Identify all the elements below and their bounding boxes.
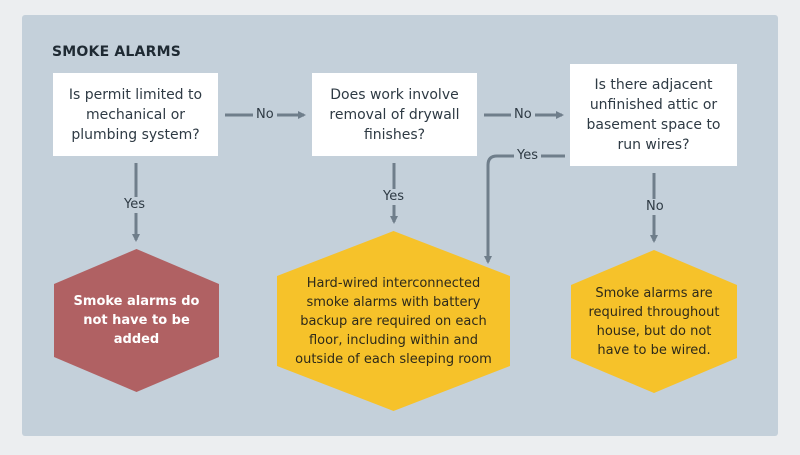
outcome-text: Hard-wired interconnected smoke alarms w…	[295, 275, 492, 367]
question-text: Is permit limited to mechanical or plumb…	[68, 86, 203, 143]
outcome-text: Smoke alarms do not have to be added	[73, 294, 200, 347]
question-box-adjacent-space: Is there adjacent unfinished attic or ba…	[570, 64, 737, 166]
label-q3-yes: Yes	[514, 148, 541, 164]
hexagon-shape	[277, 231, 510, 411]
label-q2-yes: Yes	[380, 189, 407, 205]
label-q3-no: No	[643, 199, 667, 215]
label-q1-yes: Yes	[121, 197, 148, 213]
label-q2-no: No	[511, 107, 535, 123]
outcome-no-alarms-needed: Smoke alarms do not have to be added	[54, 249, 219, 392]
question-box-drywall-removal: Does work involve removal of drywall fin…	[312, 73, 477, 156]
outcome-text: Smoke alarms are required throughout hou…	[588, 285, 720, 358]
hexagon-shape	[54, 249, 219, 392]
question-text: Does work involve removal of drywall fin…	[329, 86, 460, 143]
hexagon-shape	[571, 250, 737, 393]
question-text: Is there adjacent unfinished attic or ba…	[586, 77, 721, 153]
label-q1-no: No	[253, 107, 277, 123]
arrow-q3-yes	[484, 154, 565, 264]
diagram-title: SMOKE ALARMS	[52, 44, 181, 60]
outcome-required-not-wired: Smoke alarms are required throughout hou…	[571, 250, 737, 393]
question-box-permit-limited: Is permit limited to mechanical or plumb…	[53, 73, 218, 156]
outcome-hardwired-interconnected: Hard-wired interconnected smoke alarms w…	[277, 231, 510, 411]
